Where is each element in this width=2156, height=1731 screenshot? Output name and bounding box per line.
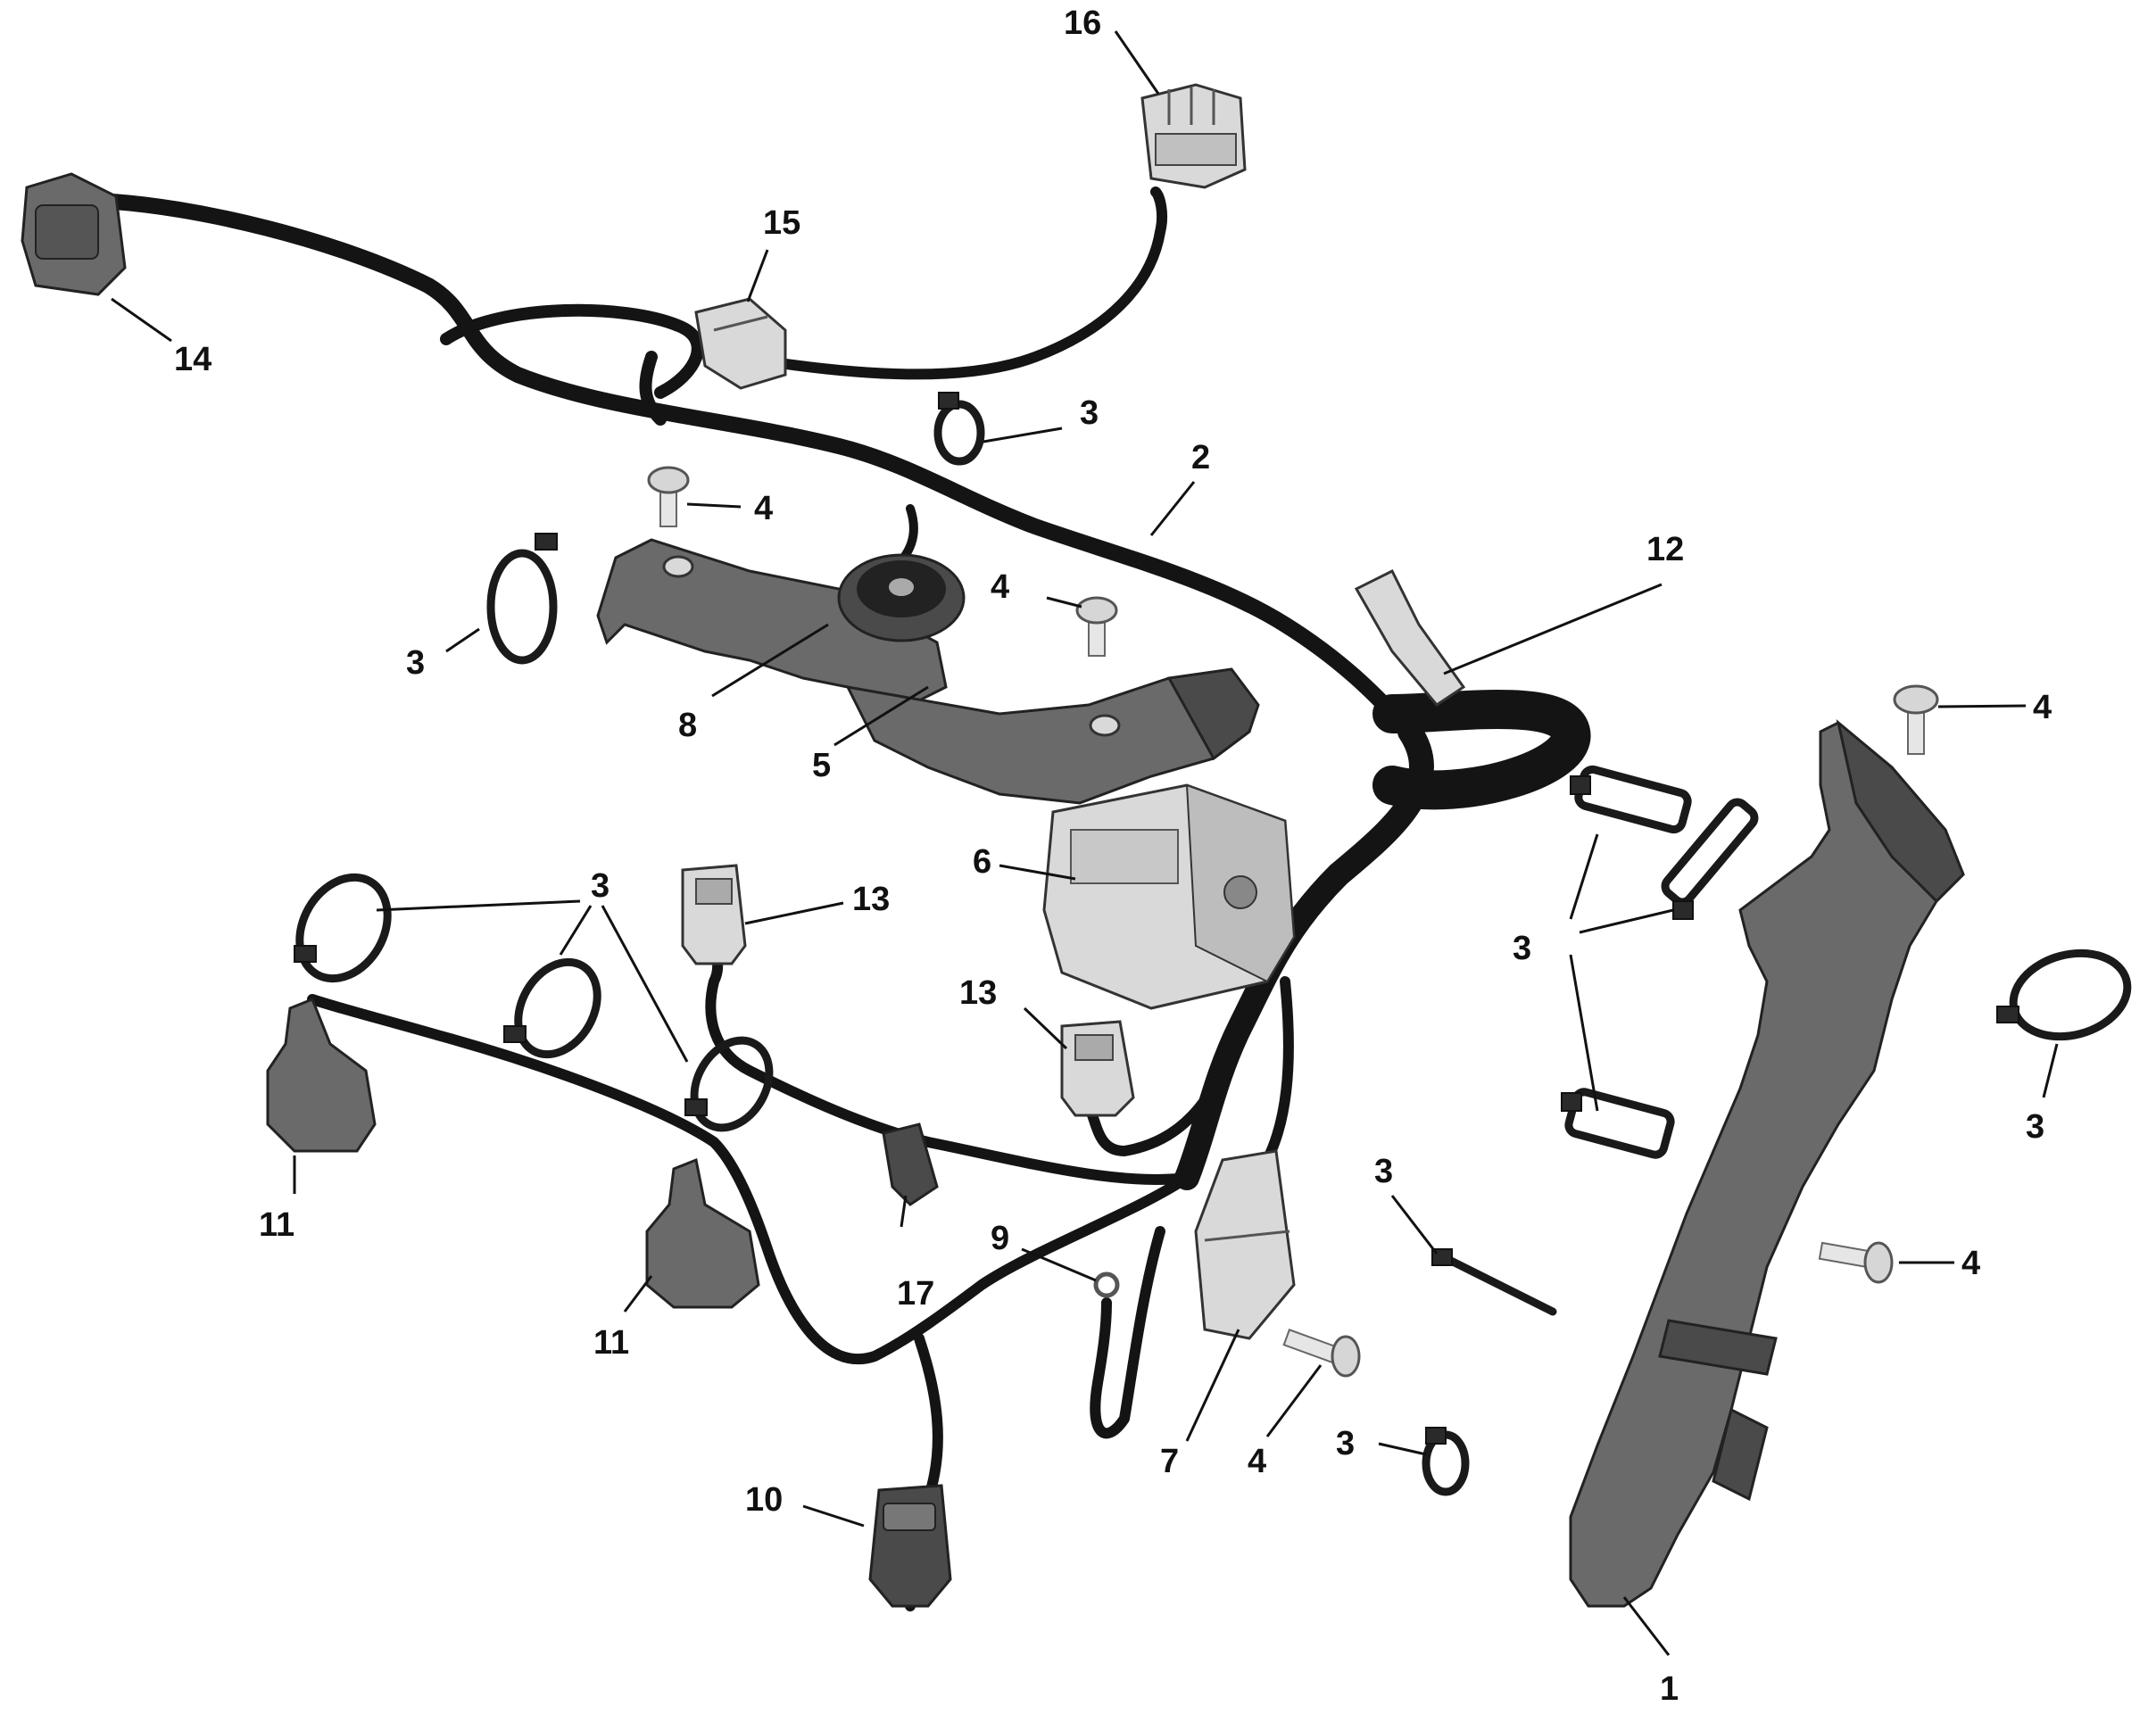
callout-13: 13 <box>852 881 890 918</box>
clip-17 <box>882 1122 939 1206</box>
callout-5: 5 <box>812 747 831 784</box>
ring-terminal-9 <box>1093 1271 1120 1298</box>
callout-3: 3 <box>591 867 609 905</box>
callout-2: 2 <box>1191 439 1210 476</box>
callout-3: 3 <box>1080 394 1099 432</box>
harness-bracket <box>596 538 1260 805</box>
connector-10 <box>868 1484 952 1608</box>
callout-3: 3 <box>1374 1153 1393 1190</box>
callout-15: 15 <box>763 204 800 242</box>
callout-13: 13 <box>959 974 997 1012</box>
cable-tie-lower-mid <box>1431 1248 1557 1316</box>
callout-11: 11 <box>593 1324 629 1362</box>
callout-8: 8 <box>678 707 697 744</box>
connector-12 <box>1354 568 1466 707</box>
callout-3: 3 <box>1336 1425 1355 1462</box>
callout-3: 3 <box>1513 930 1531 967</box>
callout-16: 16 <box>1064 4 1101 42</box>
callout-3: 3 <box>2026 1108 2044 1146</box>
callout-3: 3 <box>406 644 425 682</box>
cable-tie-group-left <box>294 873 774 1132</box>
leader-lines <box>111 30 2059 1656</box>
injector-boot-right <box>645 1157 760 1309</box>
callout-4: 4 <box>991 568 1009 606</box>
callout-14: 14 <box>174 341 211 378</box>
cable-tie-lower <box>1422 1427 1470 1496</box>
callout-1: 1 <box>1660 1670 1679 1708</box>
cable-tie-top <box>933 392 985 466</box>
callout-10: 10 <box>745 1481 783 1519</box>
callout-4: 4 <box>1961 1245 1980 1282</box>
screw-lower-center <box>1282 1329 1361 1378</box>
ecm-connector <box>1042 783 1296 1010</box>
connector-15 <box>694 297 787 390</box>
connector-14 <box>21 172 127 296</box>
connector-7 <box>1194 1149 1296 1340</box>
connector-13-upper <box>681 864 747 965</box>
callout-4: 4 <box>2033 689 2052 726</box>
cable-tie-far-right <box>1996 948 2132 1041</box>
injector-boot-left <box>266 998 377 1153</box>
screw-top-center <box>647 466 690 527</box>
callout-9: 9 <box>991 1220 1009 1257</box>
callout-17: 17 <box>897 1275 934 1313</box>
screw-right <box>1818 1241 1894 1284</box>
callout-6: 6 <box>973 843 991 881</box>
knock-sensor <box>837 553 966 642</box>
screw-mid-center <box>1075 596 1118 657</box>
callout-7: 7 <box>1160 1443 1179 1480</box>
support-bracket <box>1569 719 1965 1608</box>
callout-4: 4 <box>1248 1443 1266 1480</box>
cable-tie-left <box>486 533 558 665</box>
connector-16 <box>1140 83 1247 189</box>
screw-top-right <box>1893 684 1939 755</box>
connector-13-lower <box>1060 1020 1135 1117</box>
callout-labels: 1 2 3 3 3 3 3 3 3 4 4 4 4 4 5 6 7 8 9 10… <box>174 4 2052 1708</box>
cable-tie-group-right <box>1561 765 1759 1159</box>
callout-11: 11 <box>259 1206 294 1244</box>
callout-12: 12 <box>1646 531 1684 568</box>
callout-4: 4 <box>754 490 773 527</box>
